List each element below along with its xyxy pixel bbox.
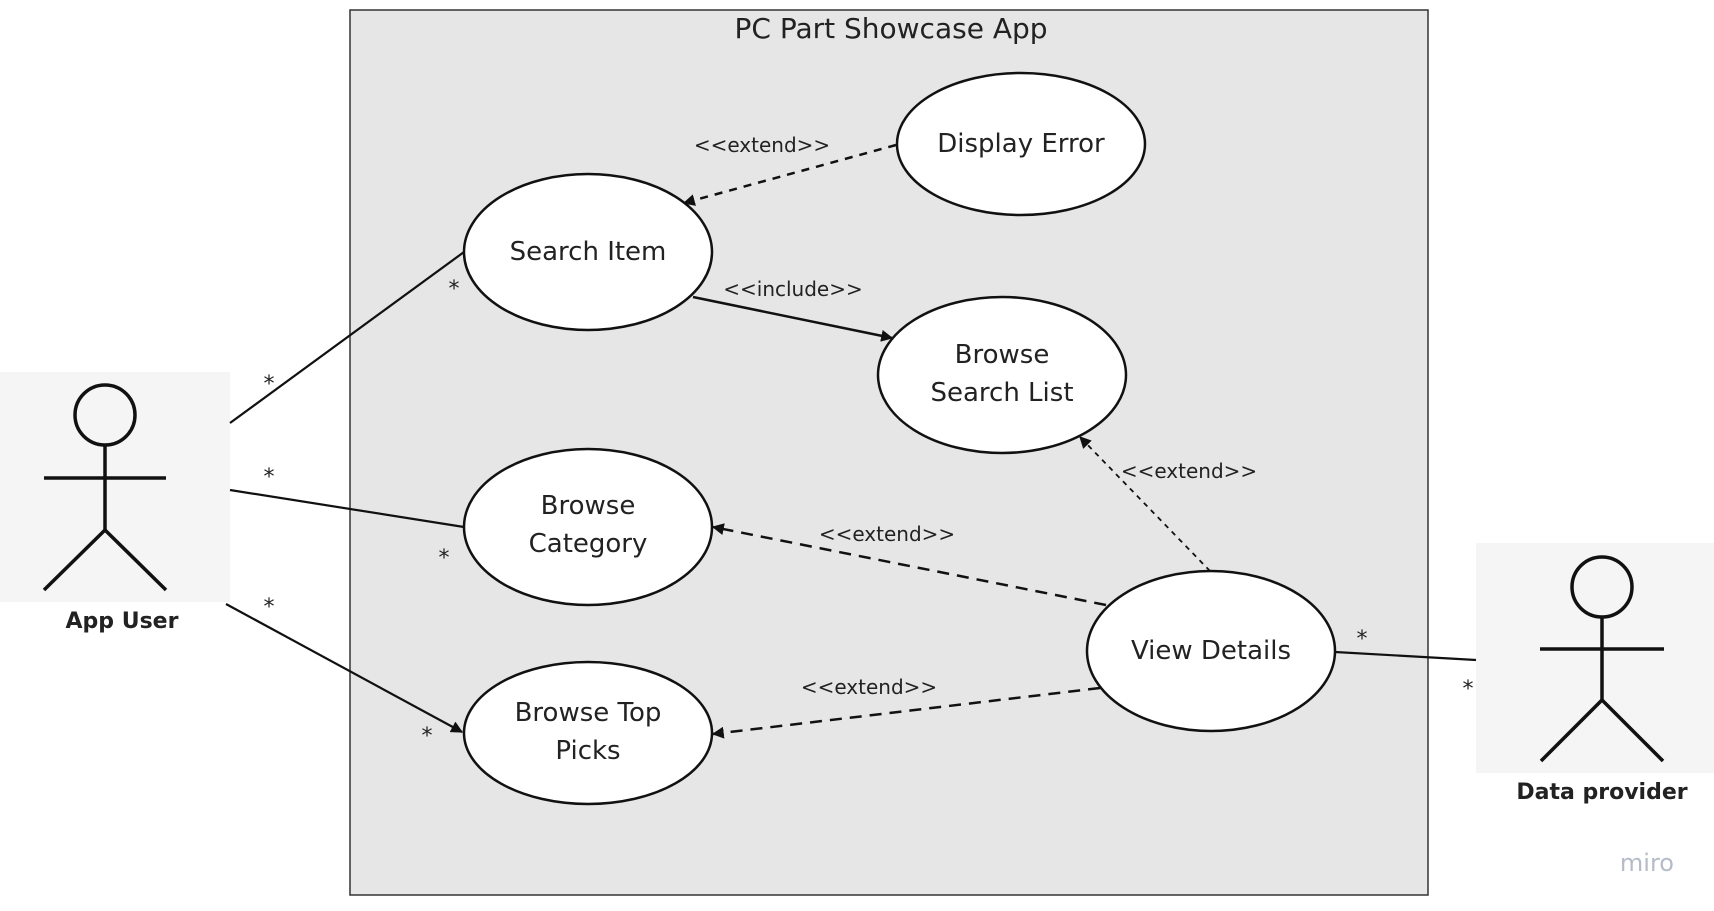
use-case-label: Search Item [510,237,667,267]
relation-view-details-extends-browse-search-list [1079,436,1211,572]
relation-display-error-extends-search-item [682,143,897,206]
use-case-label: Display Error [937,129,1105,159]
use-case-label: Browse [955,340,1050,370]
use-case-label: Picks [555,736,620,766]
actor-app-user-figure[interactable] [42,383,168,592]
use-case-label: Browse [541,491,636,521]
use-case-label: Browse Top [515,698,662,728]
multiplicity-label: * [422,724,433,749]
use-case-label: Category [529,529,648,559]
multiplicity-label: * [264,465,275,490]
actor-app-user-background [0,372,230,602]
stereotype-label: <<include>> [723,277,863,301]
use-case-label: View Details [1131,636,1291,666]
relation-view-details-extends-browse-top-picks [711,686,1101,739]
stereotype-label: <<extend>> [819,522,955,546]
multiplicity-label: * [264,595,275,620]
use-case-browse-category[interactable]: Browse Category [462,447,714,607]
use-case-search-item[interactable]: Search Item [462,172,714,332]
stereotype-label: <<extend>> [801,675,937,699]
stereotype-label: <<extend>> [694,133,830,157]
relation-view-details-extends-browse-category [711,523,1107,607]
association-view-details-data-provider [1334,650,1477,662]
system-title: PC Part Showcase App [734,12,1047,45]
multiplicity-label: * [264,372,275,397]
association-user-browse-category [229,488,465,529]
stereotype-label: <<extend>> [1121,459,1257,483]
actor-data-provider-background [1476,543,1714,773]
association-user-search-item [229,251,465,424]
use-case-label: Search List [930,378,1073,408]
actor-data-provider-figure[interactable] [1539,555,1665,763]
actor-app-user-label: App User [66,609,179,634]
use-case-browse-search-list[interactable]: Browse Search List [876,295,1128,455]
miro-watermark: miro [1620,849,1674,877]
association-user-browse-top-picks [225,603,464,733]
multiplicity-label: * [1357,627,1368,652]
multiplicity-label: * [1463,677,1474,702]
multiplicity-label: * [449,277,460,302]
relation-search-item-includes-browse-search-list [692,295,894,342]
multiplicity-label: * [439,546,450,571]
actor-data-provider-label: Data provider [1516,780,1687,805]
use-case-display-error[interactable]: Display Error [895,71,1147,217]
use-case-view-details[interactable]: View Details [1085,569,1337,733]
use-case-browse-top-picks[interactable]: Browse Top Picks [462,660,714,806]
